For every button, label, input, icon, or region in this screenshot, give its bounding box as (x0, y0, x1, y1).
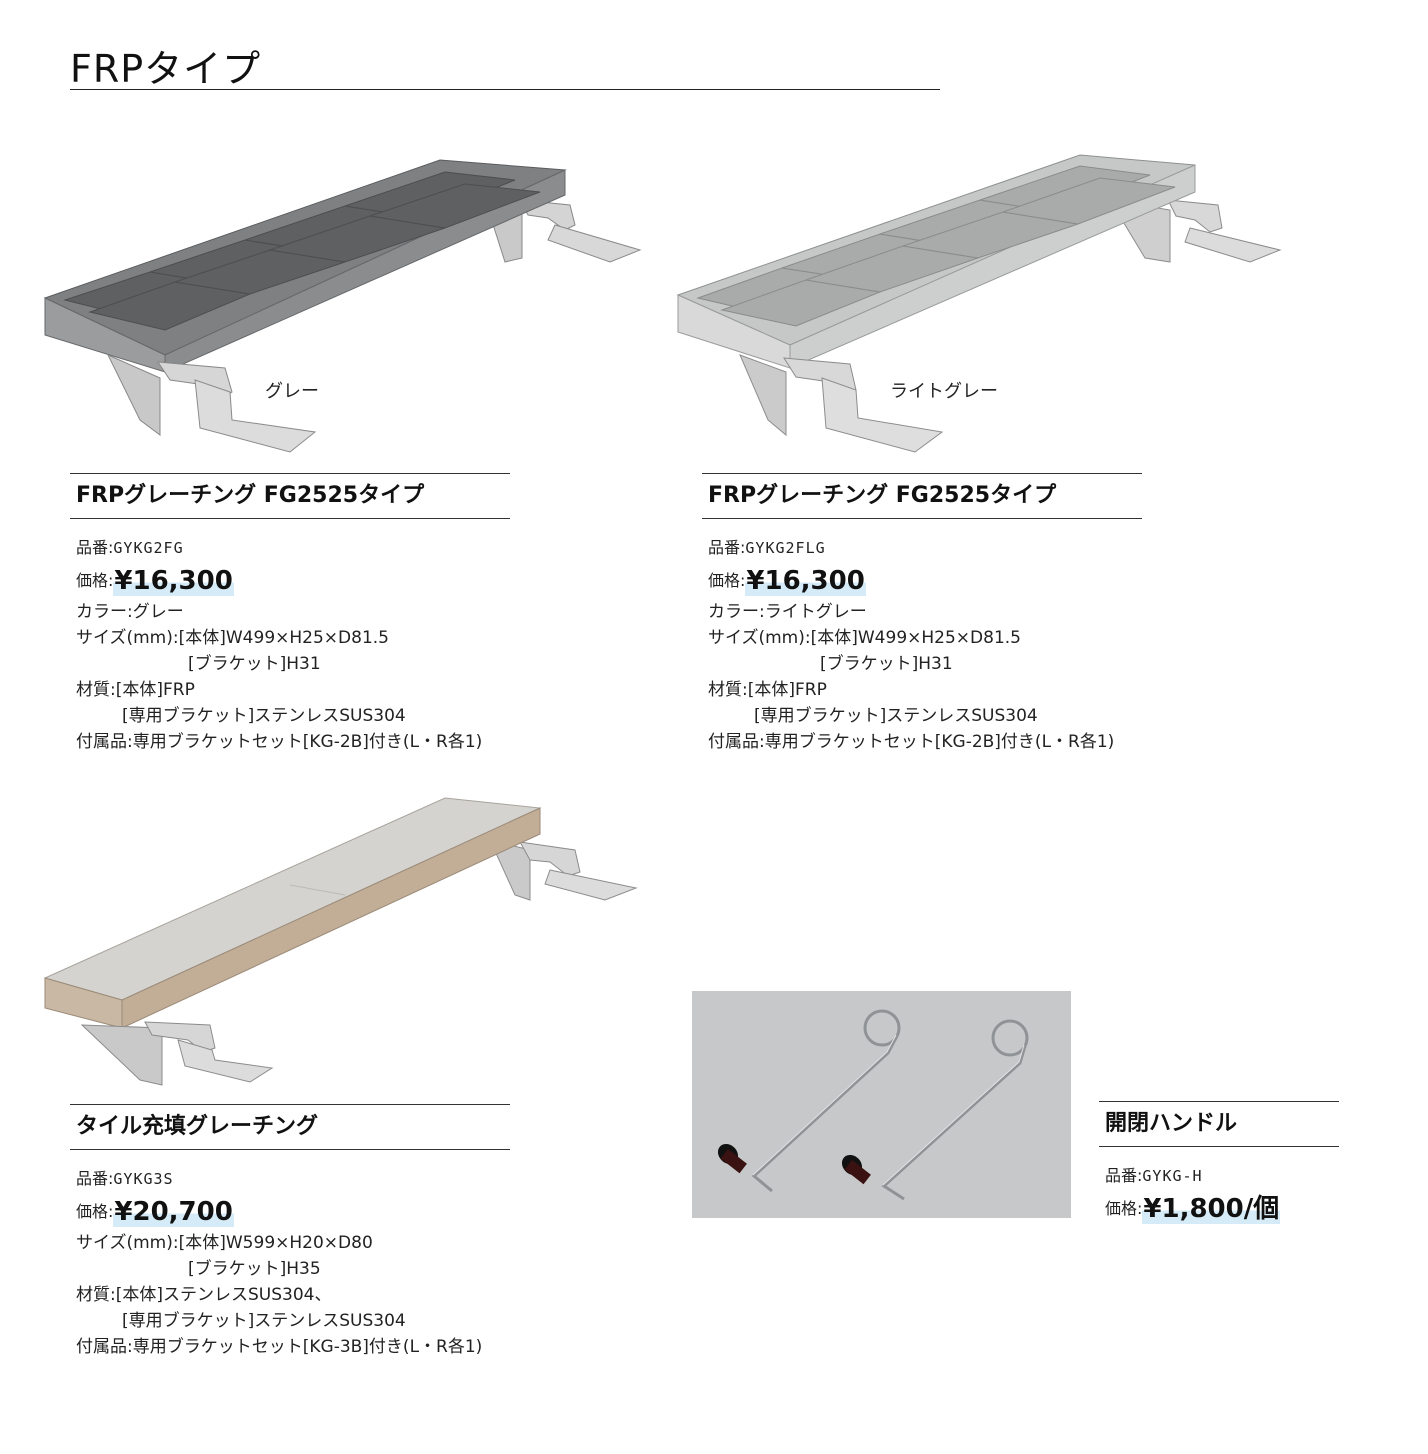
price-line: 価格:¥20,700 (76, 1197, 234, 1227)
material-bracket: [専用ブラケット]ステンレスSUS304 (122, 706, 406, 726)
material-row: 材質:[本体]FRP (708, 680, 827, 700)
price-line: 価格:¥16,300 (708, 566, 866, 596)
material-bracket: [専用ブラケット]ステンレスSUS304 (122, 1311, 406, 1331)
product-code-line: 品番:GYKG2FLG (708, 538, 826, 557)
product-name: FRPグレーチング FG2525タイプ (70, 473, 510, 519)
price-line: 価格:¥16,300 (76, 566, 234, 596)
accessory-row: 付属品:専用ブラケットセット[KG-2B]付き(L・R各1) (76, 732, 483, 752)
product-card-handle: 開閉ハンドル 品番:GYKG-H 価格:¥1,800/個 (1099, 1101, 1339, 1227)
material-bracket: [専用ブラケット]ステンレスSUS304 (754, 706, 1038, 726)
title-rule (70, 89, 940, 90)
material-row: 材質:[本体]FRP (76, 680, 195, 700)
price-value: ¥16,300 (745, 566, 866, 596)
product-code: GYKG2FLG (745, 539, 826, 557)
product-code-line: 品番:GYKG2FG (76, 538, 184, 557)
image-caption-lightgrey: ライトグレー (890, 381, 998, 402)
product-code: GYKG2FG (113, 539, 184, 557)
product-name: タイル充填グレーチング (70, 1104, 510, 1150)
accessory-row: 付属品:専用ブラケットセット[KG-2B]付き(L・R各1) (708, 732, 1115, 752)
size-bracket: [ブラケット]H31 (820, 654, 953, 674)
accessory-row: 付属品:専用ブラケットセット[KG-3B]付き(L・R各1) (76, 1337, 483, 1357)
image-caption-grey: グレー (265, 381, 319, 402)
handle-icon (717, 1009, 1029, 1201)
price-value: ¥20,700 (113, 1197, 234, 1227)
product-card-grey: FRPグレーチング FG2525タイプ 品番:GYKG2FG 価格:¥16,30… (70, 473, 510, 755)
product-card-tile: タイル充填グレーチング 品番:GYKG3S 価格:¥20,700 サイズ(mm)… (70, 1104, 510, 1360)
size-bracket: [ブラケット]H35 (188, 1259, 321, 1279)
price-value: ¥16,300 (113, 566, 234, 596)
color-row: カラー:グレー (76, 602, 184, 622)
product-card-lightgrey: FRPグレーチング FG2525タイプ 品番:GYKG2FLG 価格:¥16,3… (702, 473, 1142, 755)
product-name: FRPグレーチング FG2525タイプ (702, 473, 1142, 519)
product-code: GYKG-H (1142, 1167, 1203, 1185)
size-row: サイズ(mm):[本体]W499×H25×D81.5 (708, 628, 1021, 648)
size-row: サイズ(mm):[本体]W499×H25×D81.5 (76, 628, 389, 648)
size-row: サイズ(mm):[本体]W599×H20×D80 (76, 1233, 373, 1253)
color-row: カラー:ライトグレー (708, 602, 867, 622)
product-name: 開閉ハンドル (1099, 1101, 1339, 1147)
product-image-handle (692, 991, 1071, 1218)
product-code: GYKG3S (113, 1170, 174, 1188)
price-line: 価格:¥1,800/個 (1105, 1194, 1281, 1224)
size-bracket: [ブラケット]H31 (188, 654, 321, 674)
product-code-line: 品番:GYKG-H (1105, 1166, 1203, 1185)
price-value: ¥1,800/個 (1142, 1194, 1281, 1224)
material-row: 材質:[本体]ステンレスSUS304、 (76, 1285, 332, 1305)
page-title: FRPタイプ (70, 47, 262, 91)
product-code-line: 品番:GYKG3S (76, 1169, 174, 1188)
